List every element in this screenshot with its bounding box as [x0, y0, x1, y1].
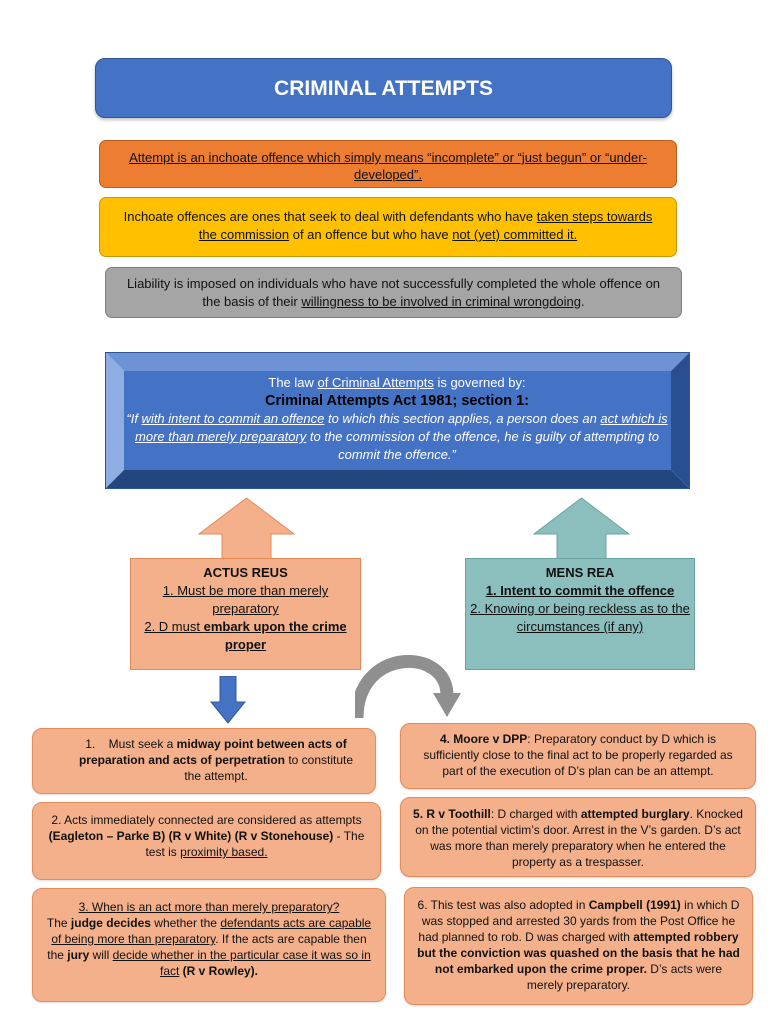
up-arrow-mens-rea-icon — [533, 497, 630, 559]
quote-c: to which this section applies, a person … — [324, 411, 601, 426]
page-title: CRIMINAL ATTEMPTS — [95, 58, 672, 118]
law-intro-c: is governed by: — [433, 375, 526, 390]
case-box-2: 2. Acts immediately connected are consid… — [32, 802, 381, 880]
actus-reus-box: ACTUS REUS 1. Must be more than merely p… — [130, 558, 361, 670]
mens-rea-box: MENS REA 1. Intent to commit the offence… — [465, 558, 695, 670]
case3-d: whether the — [150, 916, 221, 930]
liability-text-c: . — [581, 294, 585, 309]
case5-d: . Knocked on the potential victim’s door… — [415, 807, 743, 869]
case-box-3: 3. When is an act more than merely prepa… — [32, 888, 386, 1002]
case5-a: 5. R v Toothill — [413, 807, 491, 821]
actus-point2-a: 2. D must — [144, 619, 204, 634]
mens-rea-point-1: 1. Intent to commit the offence — [485, 583, 675, 598]
law-bevel-frame — [105, 352, 690, 489]
case3-e: defendants acts are capable of being mor… — [51, 916, 372, 946]
law-intro: The law of Criminal Attempts is governed… — [124, 374, 670, 392]
law-quote: “If with intent to commit an offence to … — [124, 410, 670, 464]
down-arrow-icon — [210, 676, 246, 724]
law-intro-b: of Criminal Attempts — [317, 375, 434, 390]
case6-d: attempted robbery but the conviction was… — [417, 930, 740, 976]
case5-b: : D charged with — [490, 807, 581, 821]
case-box-4: 4. Moore v DPP: Preparatory conduct by D… — [400, 723, 756, 789]
case3-f: . If the acts are capable then the — [47, 932, 367, 962]
case3-g: jury — [67, 948, 90, 962]
case2-b: (Eagleton – Parke B) (R v White) (R v St… — [48, 829, 334, 843]
liability-text-a: Liability is imposed on individuals who … — [126, 276, 661, 309]
attempt-definition-text: Attempt is an inchoate offence which sim… — [129, 150, 647, 182]
case3-j: (R v Rowley). — [179, 964, 259, 978]
quote-e: to the commission of the offence, he is … — [306, 429, 659, 462]
case3-i: decide whether in the particular case it… — [112, 948, 371, 978]
quote-b: with intent to commit an offence — [141, 411, 325, 426]
case-box-1: 1. Must seek a midway point between acts… — [32, 728, 376, 794]
case3-question: 3. When is an act more than merely prepa… — [78, 900, 340, 914]
law-panel: The law of Criminal Attempts is governed… — [124, 373, 670, 471]
case5-c: attempted burglary — [580, 807, 690, 821]
case6-b: Campbell (1991) — [588, 898, 681, 912]
case6-c: in which D was stopped and arrested 30 y… — [418, 898, 740, 944]
definition-box-grey: Liability is imposed on individuals who … — [105, 267, 682, 318]
law-intro-a: The law — [268, 375, 318, 390]
actus-reus-point-1: 1. Must be more than merely preparatory — [162, 583, 329, 616]
definition-box-orange: Attempt is an inchoate offence which sim… — [99, 140, 677, 188]
inchoate-text-b: taken steps towards the commission — [198, 209, 653, 242]
inchoate-text-a: Inchoate offences are ones that seek to … — [123, 209, 537, 224]
case2-a: 2. Acts immediately connected are consid… — [51, 813, 362, 827]
mens-rea-heading: MENS REA — [545, 565, 615, 580]
case-box-6: 6. This test was also adopted in Campbel… — [404, 887, 753, 1005]
actus-reus-heading: ACTUS REUS — [203, 565, 288, 580]
case2-c: - The test is — [145, 829, 365, 859]
case6-a: 6. This test was also adopted in — [417, 898, 589, 912]
actus-reus-point-2: 2. D must embark upon the crime proper — [131, 618, 360, 654]
law-act-title: Criminal Attempts Act 1981; section 1: — [264, 393, 530, 409]
case3-c: judge decides — [70, 916, 151, 930]
case1-a: Must seek a — [108, 737, 177, 751]
case3-h: will — [89, 948, 113, 962]
case4-a: 4. Moore v DPP — [439, 732, 528, 746]
case3-b: The — [46, 916, 71, 930]
mens-rea-point-2: 2. Knowing or being reckless as to the c… — [470, 601, 690, 634]
case1-num: 1. — [85, 737, 96, 751]
definition-box-yellow: Inchoate offences are ones that seek to … — [99, 197, 677, 257]
actus-point2-b: embark upon the crime proper — [203, 619, 347, 652]
case1-b: midway point between acts of preparation… — [78, 737, 347, 767]
case2-d: proximity based. — [180, 845, 268, 859]
quote-a: “If — [126, 411, 142, 426]
curved-arrow-icon — [355, 655, 461, 719]
up-arrow-actus-reus-icon — [198, 497, 295, 559]
case1-c: to constitute the attempt. — [184, 753, 354, 783]
case6-e: D’s acts were merely preparatory. — [526, 962, 723, 992]
case4-b: : Preparatory conduct by D which is suff… — [423, 732, 733, 778]
inchoate-text-d: not (yet) committed it. — [452, 227, 578, 242]
inchoate-text-c: of an offence but who have — [289, 227, 453, 242]
quote-d: act which is more than merely preparator… — [135, 411, 668, 444]
case-box-5: 5. R v Toothill: D charged with attempte… — [400, 797, 756, 877]
liability-text-b: willingness to be involved in criminal w… — [301, 294, 582, 309]
